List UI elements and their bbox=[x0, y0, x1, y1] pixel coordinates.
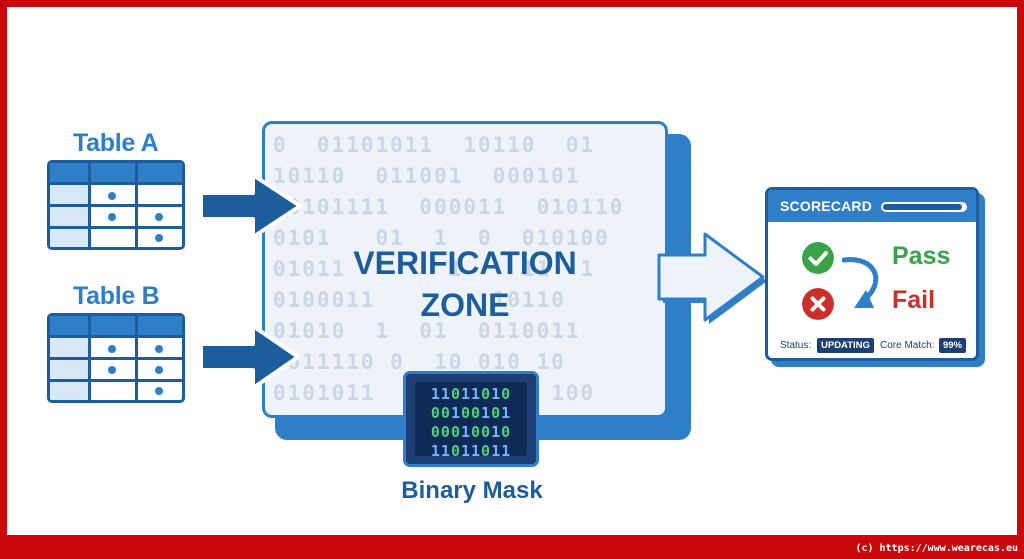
arrows-layer bbox=[199, 173, 767, 390]
pass-label: Pass bbox=[892, 242, 951, 270]
scorecard-progress-bar bbox=[881, 202, 967, 212]
binary-mask-row: 11011011 bbox=[430, 442, 512, 460]
diagram-canvas: Table A Table B 0 01101011 10110 01 1011… bbox=[7, 7, 1017, 535]
table-b-grid bbox=[47, 313, 185, 403]
binary-mask-row: 11011010 bbox=[430, 385, 512, 403]
arrow-table-a-icon bbox=[199, 173, 302, 239]
table-a-label: Table A bbox=[73, 129, 159, 157]
binary-mask-row: 00010010 bbox=[430, 423, 512, 441]
scorecard-panel: SCORECARD Pass Fail Status: UPDATING Cor… bbox=[765, 187, 979, 361]
check-circle-icon bbox=[802, 242, 834, 274]
scorecard-title: SCORECARD bbox=[780, 198, 873, 214]
table-b-label: Table B bbox=[73, 282, 160, 310]
core-match-badge: 99% bbox=[939, 338, 967, 353]
copyright-text: (c) https://www.wearecas.eu bbox=[855, 543, 1018, 554]
table-a-grid bbox=[47, 160, 185, 250]
cycle-arrow-icon bbox=[842, 257, 879, 308]
binary-mask-row: 00100101 bbox=[430, 404, 512, 422]
arrow-table-b-icon bbox=[199, 324, 300, 390]
fail-label: Fail bbox=[892, 286, 936, 314]
scorecard-progress-fill bbox=[883, 204, 962, 210]
verification-zone-title: VERIFICATION ZONE bbox=[353, 245, 577, 323]
x-circle-icon bbox=[802, 288, 834, 320]
status-badge: UPDATING bbox=[817, 338, 874, 353]
status-label: Status: bbox=[780, 340, 812, 351]
scorecard-header: SCORECARD bbox=[768, 190, 976, 222]
binary-mask-label: Binary Mask bbox=[401, 477, 543, 504]
core-match-label: Core Match: bbox=[880, 340, 935, 351]
